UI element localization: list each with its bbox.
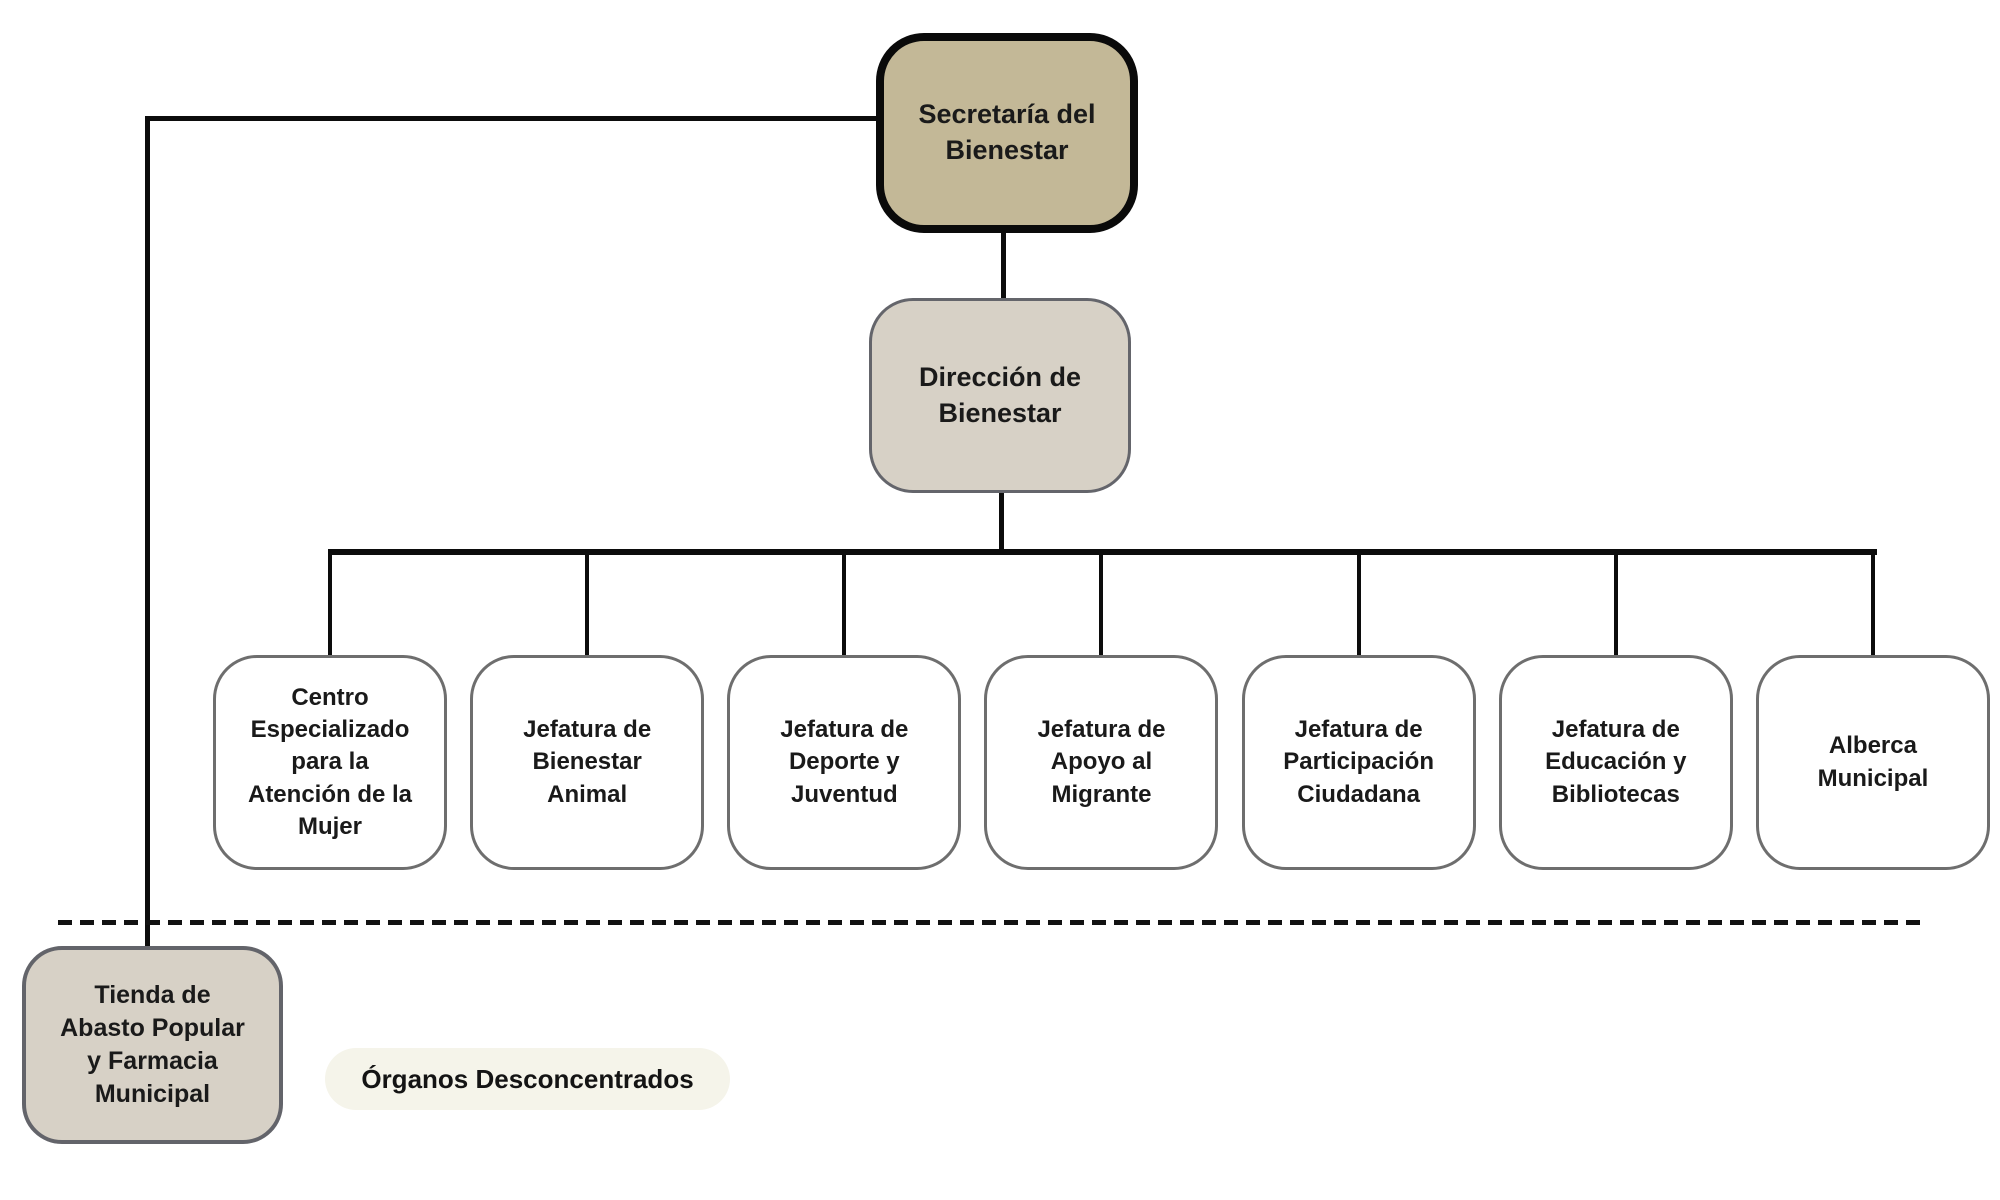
connector-children-bus: [328, 549, 1877, 555]
connector-director-to-bus: [999, 491, 1004, 551]
node-tienda-abasto-popular-farmacia-municipal: Tienda de Abasto Popular y Farmacia Muni…: [22, 946, 283, 1144]
label-organos-desconcentrados: Órganos Desconcentrados: [325, 1048, 730, 1110]
connector-drop-child-1: [328, 553, 332, 657]
node-alberca-municipal: Alberca Municipal: [1755, 655, 1990, 870]
connector-drop-child-5: [1357, 553, 1361, 657]
connector-drop-child-7: [1871, 553, 1875, 657]
connector-drop-child-3: [842, 553, 846, 657]
node-direccion-de-bienestar: Dirección de Bienestar: [869, 298, 1131, 493]
node-secretaria-del-bienestar: Secretaría del Bienestar: [876, 33, 1138, 233]
node-jefatura-educacion-bibliotecas: Jefatura de Educación y Bibliotecas: [1498, 655, 1733, 870]
connector-drop-child-2: [585, 553, 589, 657]
connector-drop-child-4: [1099, 553, 1103, 657]
node-jefatura-bienestar-animal: Jefatura de Bienestar Animal: [470, 655, 705, 870]
node-jefatura-deporte-juventud: Jefatura de Deporte y Juventud: [727, 655, 962, 870]
node-jefatura-participacion-ciudadana: Jefatura de Participación Ciudadana: [1241, 655, 1476, 870]
children-row: Centro Especializado para la Atención de…: [213, 655, 1990, 870]
divider-deconcentrated-dashed-line: [58, 920, 1924, 925]
connector-root-to-deconcentrated-vertical: [145, 116, 150, 948]
connector-root-to-director: [1001, 233, 1006, 298]
connector-root-left-horizontal: [145, 116, 878, 121]
node-jefatura-apoyo-migrante: Jefatura de Apoyo al Migrante: [984, 655, 1219, 870]
node-centro-especializado-atencion-mujer: Centro Especializado para la Atención de…: [213, 655, 447, 870]
connector-drop-child-6: [1614, 553, 1618, 657]
